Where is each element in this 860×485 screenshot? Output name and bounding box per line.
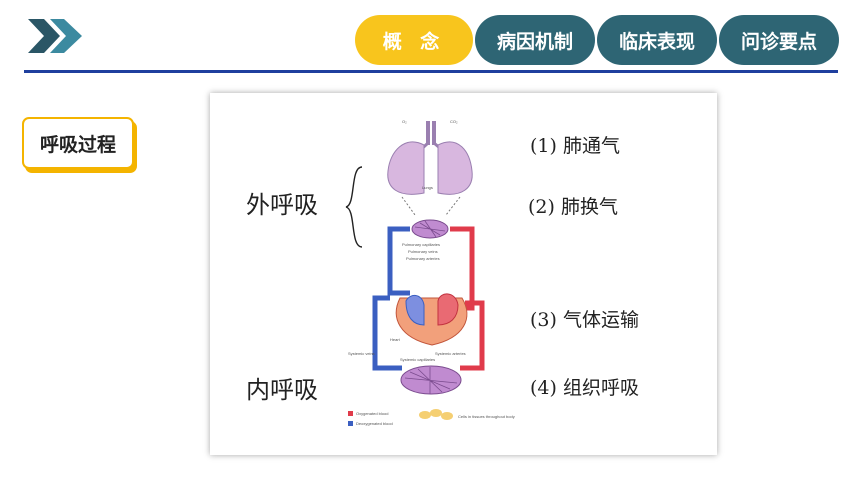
o2-label-top-left: O₂ [402,119,407,124]
circulation-diagram: Lungs O₂ CO₂ Pulmonary capillaries Pulmo… [345,119,515,426]
respiration-figure: Lungs O₂ CO₂ Pulmonary capillaries Pulmo… [210,93,717,455]
tab-inquiry[interactable]: 问诊要点 [719,15,839,65]
section-tag: 呼吸过程 [22,117,134,169]
tab-concept[interactable]: 概 念 [355,15,473,65]
pulmonary-veins-label: Pulmonary veins [408,249,438,254]
external-brace [345,166,363,248]
step-2: (2) 肺换气 [528,196,618,218]
systemic-arteries-label: Systemic arteries [435,351,466,356]
lungs-label: Lungs [422,185,433,190]
tab-clinical[interactable]: 临床表现 [597,15,717,65]
pulmonary-capillaries-label: Pulmonary capillaries [402,242,440,247]
co2-label-top-right: CO₂ [450,119,458,124]
heart-label: Heart [390,337,401,342]
legend-oxygenated-label: Oxygenated blood [356,411,388,416]
internal-respiration-label: 内呼吸 [246,376,318,404]
header-divider [24,70,838,73]
external-respiration-label: 外呼吸 [246,191,318,219]
nav-tabs: 概 念 病因机制 临床表现 问诊要点 [355,15,841,65]
step-3: (3) 气体运输 [530,309,639,331]
legend-deoxygenated-swatch [348,421,353,426]
tab-etiology[interactable]: 病因机制 [475,15,595,65]
pulmonary-capillaries-icon [411,219,449,239]
step-1: (1) 肺通气 [530,135,620,157]
logo-chevron-icon [28,19,82,53]
legend-oxygenated-swatch [348,411,353,416]
heart-icon [395,293,468,346]
cells-label: Cells in tissues throughout body [458,414,515,419]
systemic-veins-label: Systemic veins [348,351,375,356]
tissue-cells-icon [419,409,453,420]
systemic-capillaries-label: Systemic capillaries [400,357,435,362]
systemic-capillaries-icon [400,365,462,395]
legend-deoxygenated-label: Deoxygenated blood [356,421,393,426]
pulmonary-arteries-label: Pulmonary arteries [406,256,440,261]
lungs-icon [387,141,473,195]
step-4: (4) 组织呼吸 [530,377,639,399]
